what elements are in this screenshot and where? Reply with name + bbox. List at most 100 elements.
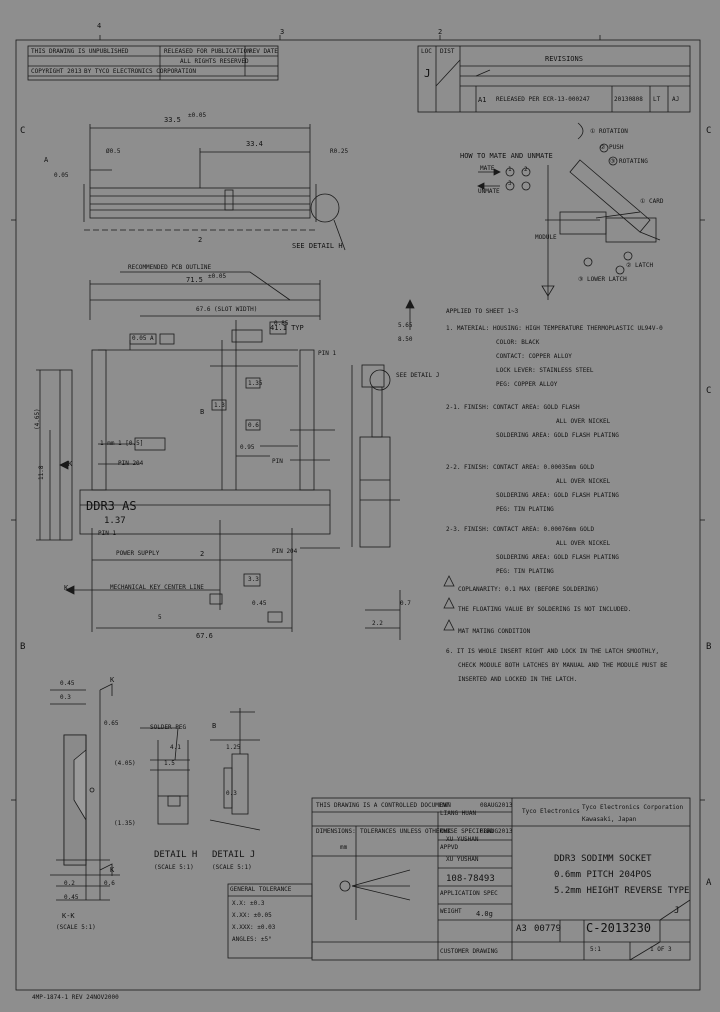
side-dim-22: 2.2 — [372, 620, 383, 627]
main-view-housing — [79, 489, 331, 535]
application-spec: APPLICATION SPEC — [440, 890, 498, 897]
datum-b: B — [200, 408, 205, 416]
side-dim-07: 0.7 — [400, 600, 411, 607]
drawing-border — [15, 39, 701, 991]
note-material-lever: LOCK LEVER: STAINLESS STEEL — [496, 367, 594, 374]
dist-label: DIST — [440, 48, 455, 55]
general-tolerance-title: GENERAL TOLERANCE — [230, 886, 292, 893]
zone-row-left-b: B — [20, 642, 26, 652]
datum-a: A — [44, 156, 49, 164]
zone-row-right-b: B — [706, 642, 712, 652]
contact-pin-label: PIN — [272, 458, 283, 465]
pcb-outline-label: RECOMMENDED PCB OUTLINE — [128, 264, 212, 271]
controlled-document-label: THIS DRAWING IS A CONTROLLED DOCUMENT — [316, 802, 450, 809]
pin-1-lower: PIN 1 — [98, 530, 117, 537]
note-floating: THE FLOATING VALUE BY SOLDERING IS NOT I… — [458, 606, 632, 613]
dim-33: 3.3 — [248, 576, 259, 583]
dwn-label: DWN — [440, 802, 451, 809]
appvd-label: APPVD — [440, 844, 459, 851]
zone-row-right-c: C — [706, 126, 712, 136]
weight-label: WEIGHT — [440, 908, 462, 915]
note-insert: 6. IT IS WHOLE INSERT RIGHT AND LOCK IN … — [446, 648, 660, 655]
note-finish-2d: PEG: TIN PLATING — [496, 506, 554, 513]
kk-dim-06: 0.6 — [104, 880, 115, 887]
mate-callout-lower: ③ LOWER LATCH — [578, 276, 627, 283]
general-tolerance-box — [227, 883, 313, 959]
detail-h-dim-15: 1.5 — [164, 760, 175, 767]
note-applied: APPLIED TO SHEET 1~3 — [446, 308, 519, 315]
cage-code: 00779 — [534, 924, 562, 934]
copyright-owner: BY TYCO ELECTRONICS CORPORATION — [84, 68, 196, 75]
dim-05: Ø0.5 — [106, 148, 121, 155]
note-material: 1. MATERIAL: HOUSING: HIGH TEMPERATURE T… — [446, 325, 663, 332]
note-finish-1b: ALL OVER NICKEL — [556, 418, 611, 425]
note-finish-2c: SOLDERING AREA: GOLD FLASH PLATING — [496, 492, 619, 499]
solder-peg-callout: SOLDER PEG — [150, 724, 187, 731]
zone-row-right-c2: C — [706, 386, 712, 396]
revision-letter: J — [424, 67, 431, 80]
top-view-body — [89, 187, 311, 219]
note-finish-2: 2-2. FINISH: CONTACT AREA: 0.00035mm GOL… — [446, 464, 595, 471]
chk-name: XU YUSHAN — [446, 836, 479, 843]
detail-j-title: DETAIL J — [212, 850, 256, 860]
kk-mark-top: K — [110, 676, 115, 684]
dim-135: 1.35 — [248, 380, 263, 387]
appvd-name: XU YUSHAN — [446, 856, 479, 863]
dim-085: 0.85 — [274, 320, 289, 327]
dim-2-mark: 2 — [200, 550, 205, 558]
revision-date: 20130808 — [614, 96, 643, 103]
mate-callout-3: ③ ROTATING — [610, 158, 648, 165]
slot-width-label: 67.6 (SLOT WIDTH) — [196, 306, 258, 313]
note-material-peg: PEG: COPPER ALLOY — [496, 381, 558, 388]
note-finish-3d: PEG: TIN PLATING — [496, 568, 554, 575]
general-tol-4: ANGLES: ±5° — [232, 936, 272, 943]
company-location: Kawasaki, Japan — [582, 816, 637, 823]
mate-label: MATE — [480, 165, 495, 172]
pin1-label: PIN 1 — [318, 350, 337, 357]
datum-tol: 0.05 — [54, 172, 69, 179]
detail-h-title: DETAIL H — [154, 850, 198, 860]
revision-apvd: AJ — [672, 96, 680, 103]
release-label: RELEASED FOR PUBLICATION — [164, 48, 251, 55]
note-coplanarity: COPLANARITY: 0.1 MAX (BEFORE SOLDERING) — [458, 586, 599, 593]
left-vertical-dim: (4.65) — [34, 408, 41, 430]
mate-diagram — [477, 122, 661, 300]
revisions-header: REVISIONS — [545, 55, 583, 63]
product-spec: 108-78493 — [446, 874, 495, 884]
note-finish-2b: ALL OVER NICKEL — [556, 478, 611, 485]
loc-label: LOC — [421, 48, 432, 55]
step-2: 2 — [524, 166, 528, 173]
mate-callout-latch: ② LATCH — [626, 262, 654, 269]
step-1: 1 — [508, 166, 512, 173]
detail-j-scale: (SCALE 5:1) — [212, 864, 252, 871]
general-tol-1: X.X: ±0.3 — [232, 900, 265, 907]
zone-row-left-c: C — [20, 126, 26, 136]
mate-title: HOW TO MATE AND UNMATE — [460, 152, 553, 160]
title-line-1: DDR3 SODIMM SOCKET — [554, 854, 652, 864]
kk-dim-135: (1.35) — [114, 820, 136, 827]
see-detail-h: SEE DETAIL H — [292, 242, 343, 250]
revision-block — [417, 45, 691, 113]
weight-value: 4.0g — [476, 910, 493, 918]
section-k-upper: K — [68, 460, 73, 468]
title-line-2: 0.6mm PITCH 204POS — [554, 870, 652, 880]
kk-dim-045: 0.45 — [60, 680, 75, 687]
customer-drawing-label: CUSTOMER DRAWING — [440, 948, 498, 955]
left-vertical-dim-2: 11.8 — [38, 465, 45, 480]
zone-row-right-a: A — [706, 878, 712, 888]
module-label: MODULE — [535, 234, 557, 241]
rev-date-label: REV DATE — [249, 48, 278, 55]
note-insert-b: CHECK MODULE BOTH LATCHES BY MANUAL AND … — [458, 662, 668, 669]
kk-dim-03: 0.3 — [60, 694, 71, 701]
scale-value: 5:1 — [590, 946, 601, 953]
kk-title: K-K — [62, 912, 75, 920]
dim-overall: 33.5 — [164, 116, 181, 124]
revision-ltr: A1 — [478, 96, 487, 104]
mate-callout-card: ① CARD — [640, 198, 664, 205]
see-detail-j: SEE DETAIL J — [396, 372, 440, 379]
unmate-label: UNMATE — [478, 188, 500, 195]
general-tol-3: X.XXX: ±0.03 — [232, 924, 276, 931]
zone-col-4: 4 — [97, 22, 102, 30]
revision-letter-tb: J — [674, 906, 680, 916]
copyright-label: COPYRIGHT 2013 — [31, 68, 82, 75]
